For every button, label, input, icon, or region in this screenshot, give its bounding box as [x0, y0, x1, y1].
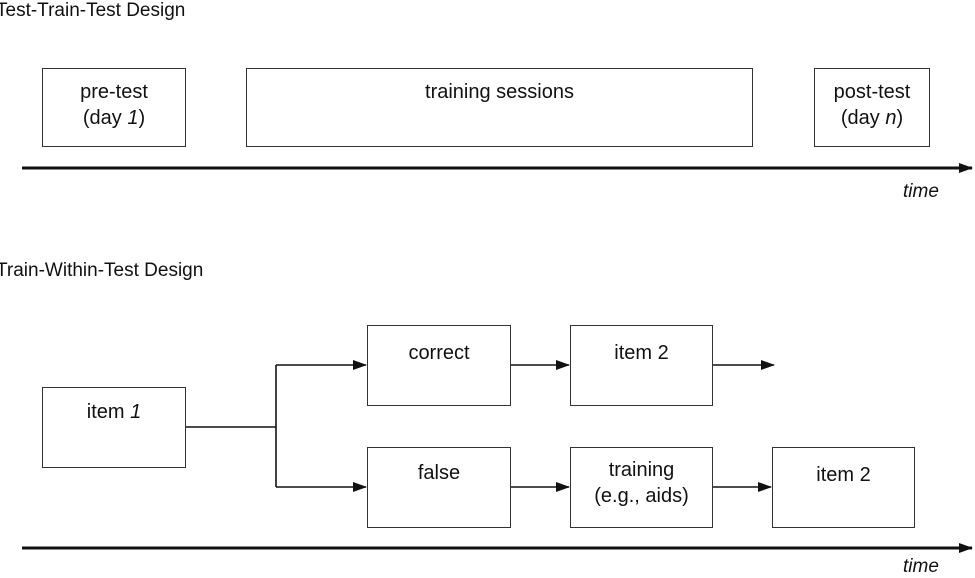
training-sessions-box: training sessions: [246, 68, 753, 147]
pre-test-box: pre-test (day 1): [42, 68, 186, 147]
item-2-upper-box: item 2: [570, 325, 713, 406]
test-train-test-heading: Test-Train-Test Design: [0, 0, 186, 21]
item-1-label: item 1: [86, 401, 142, 423]
correct-label: correct: [408, 342, 470, 364]
correct-box: correct: [367, 325, 511, 406]
item-1-box: item 1: [42, 387, 186, 468]
post-test-day: (day n): [840, 107, 904, 129]
pre-test-day: (day 1): [82, 107, 146, 129]
pre-test-label: pre-test: [80, 81, 148, 103]
false-label: false: [417, 462, 461, 484]
item-2-upper-label: item 2: [614, 342, 669, 364]
train-within-test-heading: Train-Within-Test Design: [0, 260, 204, 281]
training-box: training (e.g., aids): [570, 447, 713, 528]
item-2-lower-label: item 2: [816, 464, 871, 486]
training-sessions-label: training sessions: [425, 81, 574, 103]
post-test-box: post-test (day n): [814, 68, 930, 147]
time-label-bottom: time: [903, 556, 939, 577]
training-aids-label: (e.g., aids): [594, 485, 689, 507]
time-label-top: time: [903, 181, 939, 202]
item-2-lower-box: item 2: [772, 447, 915, 528]
false-box: false: [367, 447, 511, 528]
post-test-label: post-test: [833, 81, 911, 103]
training-label: training: [608, 459, 675, 481]
